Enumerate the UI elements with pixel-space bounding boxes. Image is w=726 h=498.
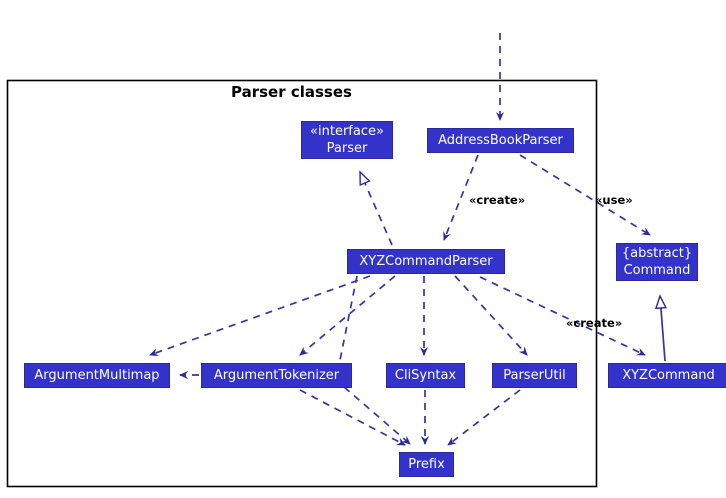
edge-label-use-addressbookparser-command: «use» (595, 193, 633, 207)
edge-xyzcommandparser-to-parserutil (454, 275, 528, 356)
edge-label-create-xyzcommandparser-xyzcommand: «create» (566, 316, 623, 330)
class-node-addressbookparser-name: AddressBookParser (438, 133, 563, 148)
class-node-parser-stereotype: «interface» (310, 124, 384, 139)
class-node-parserutil[interactable]: ParserUtil (492, 363, 577, 388)
edge-xyzcommandparser-to-argumentmultimap (149, 275, 371, 357)
class-node-command-stereotype: {abstract} (621, 246, 693, 261)
edge-xyzcommand-to-command (660, 296, 665, 362)
class-node-addressbookparser[interactable]: AddressBookParser (427, 128, 574, 153)
edge-parserutil-to-prefix (447, 389, 521, 446)
class-node-xyzcommandparser[interactable]: XYZCommandParser (347, 249, 505, 274)
edge-xyzcommandparser-to-prefix (335, 275, 411, 445)
class-node-prefix-name: Prefix (408, 457, 445, 472)
edge-xyzcommandparser-to-argumenttokenizer (299, 275, 396, 356)
class-node-xyzcommand[interactable]: XYZCommand (608, 363, 726, 388)
class-node-clisyntax[interactable]: CliSyntax (386, 363, 465, 388)
class-node-command[interactable]: {abstract} Command (616, 243, 698, 281)
class-node-prefix[interactable]: Prefix (399, 452, 454, 477)
edge-label-create-addressbookparser-xyzcommandparser: «create» (469, 193, 526, 207)
class-node-argumenttokenizer[interactable]: ArgumentTokenizer (201, 363, 352, 388)
edge-xyzcommandparser-to-parser (359, 172, 393, 246)
class-node-argumentmultimap-name: ArgumentMultimap (34, 368, 160, 383)
class-node-argumenttokenizer-name: ArgumentTokenizer (213, 368, 340, 383)
class-node-argumentmultimap[interactable]: ArgumentMultimap (24, 363, 170, 388)
edge-argumenttokenizer-to-prefix (299, 389, 406, 446)
class-node-clisyntax-name: CliSyntax (394, 368, 457, 383)
class-node-parserutil-name: ParserUtil (503, 368, 566, 383)
frame-title: Parser classes (231, 83, 352, 101)
class-node-command-name: Command (623, 263, 691, 278)
class-node-xyzcommandparser-name: XYZCommandParser (359, 254, 493, 269)
class-node-xyzcommand-name: XYZCommand (622, 368, 715, 383)
class-node-parser-name: Parser (326, 141, 368, 156)
class-node-parser[interactable]: «interface» Parser (301, 121, 393, 159)
